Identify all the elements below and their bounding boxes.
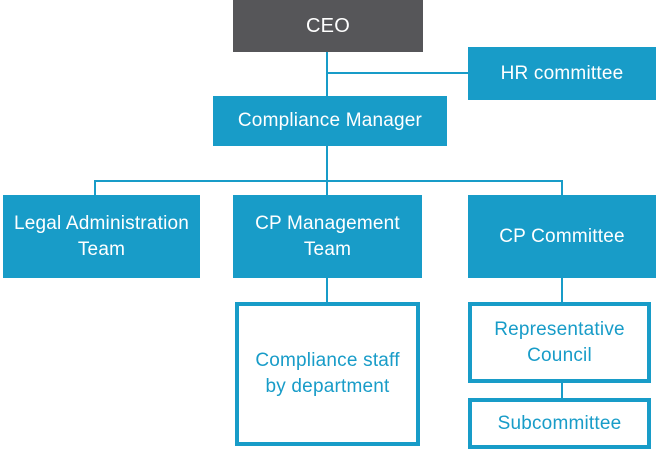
connector-compliance-manager-down bbox=[326, 146, 328, 195]
connector-cp-management-to-staff bbox=[326, 278, 328, 302]
org-node-hr-committee-label: HR committee bbox=[500, 62, 624, 84]
org-node-cp-management-team-label: CP Management Team bbox=[255, 212, 400, 260]
org-node-representative-council-label: Representative Council bbox=[494, 318, 625, 366]
org-node-cp-management-team: CP Management Team bbox=[233, 195, 422, 278]
connector-to-cp-committee bbox=[561, 180, 563, 195]
org-node-ceo: CEO bbox=[233, 0, 423, 52]
org-node-cp-committee: CP Committee bbox=[468, 195, 656, 278]
org-node-compliance-staff-by-department: Compliance staff by department bbox=[235, 302, 420, 446]
org-node-legal-administration-team: Legal Administration Team bbox=[3, 195, 200, 278]
org-node-representative-council: Representative Council bbox=[468, 302, 651, 383]
org-node-ceo-label: CEO bbox=[306, 15, 350, 37]
connector-ceo-down bbox=[326, 52, 328, 96]
connector-cp-committee-to-representative-council bbox=[561, 278, 563, 302]
org-node-cp-committee-label: CP Committee bbox=[499, 225, 625, 247]
org-node-compliance-staff-by-department-label: Compliance staff by department bbox=[255, 350, 400, 397]
org-node-compliance-manager-label: Compliance Manager bbox=[237, 110, 423, 131]
org-node-compliance-manager: Compliance Manager bbox=[213, 96, 447, 146]
connector-row3-horizontal bbox=[94, 180, 563, 182]
org-node-subcommittee-label: Subcommittee bbox=[497, 412, 622, 434]
connector-representative-council-to-subcommittee bbox=[561, 383, 563, 398]
org-node-hr-committee: HR committee bbox=[468, 47, 656, 100]
org-node-subcommittee: Subcommittee bbox=[468, 398, 651, 449]
connector-ceo-hr-committee bbox=[327, 72, 468, 74]
org-node-legal-administration-team-label: Legal Administration Team bbox=[13, 212, 190, 260]
connector-to-legal-administration-team bbox=[94, 180, 96, 195]
